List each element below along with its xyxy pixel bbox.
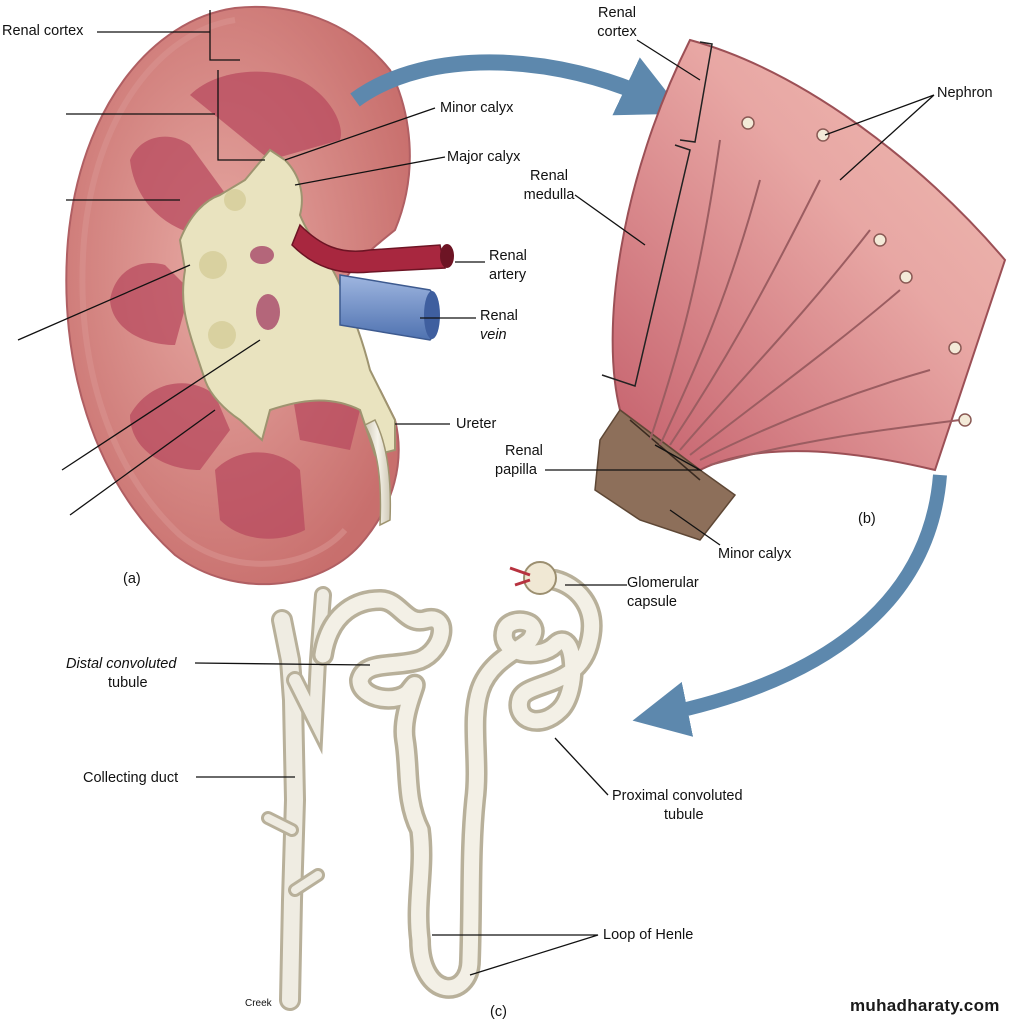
label-ureter: Ureter (456, 416, 497, 432)
arrow-a-to-b (350, 54, 684, 116)
label-glomerular-capsule-line1: Glomerular (627, 575, 699, 591)
label-renal-vein-line1: Renal (480, 308, 518, 324)
renal-wedge (594, 38, 1007, 541)
label-minor-calyx: Minor calyx (440, 100, 514, 116)
cortex-bracket-b (601, 41, 713, 387)
label-major-calyx: Major calyx (447, 149, 521, 165)
label-distal-convoluted-line2: tubule (108, 675, 148, 691)
label-renal-vein-line2: vein (480, 327, 507, 343)
label-renal-artery-line2: artery (489, 267, 527, 283)
artist-signature: Creek (245, 998, 272, 1009)
label-renal-cortex-b-line2: cortex (597, 24, 637, 40)
renal-vein (339, 274, 440, 341)
label-renal-artery-line1: Renal (489, 248, 527, 264)
label-renal-cortex-b-line1: Renal (598, 5, 636, 21)
collecting-duct (261, 586, 332, 1011)
label-proximal-convoluted-line1: Proximal convoluted (612, 788, 743, 804)
label-loop-of-henle: Loop of Henle (603, 927, 694, 943)
nephron-tubule-c (312, 569, 603, 999)
panel-label-c: (c) (490, 1004, 507, 1020)
label-minor-calyx-b: Minor calyx (718, 546, 792, 562)
label-renal-medulla-line1: Renal (530, 168, 568, 184)
label-renal-medulla-line2: medulla (523, 187, 575, 203)
renal-pelvis-calyces (178, 148, 396, 457)
glomerular-capsule (509, 561, 557, 595)
label-renal-papilla-line1: Renal (505, 443, 543, 459)
ureter (363, 418, 392, 527)
panel-label-a: (a) (123, 571, 141, 587)
label-proximal-convoluted-line2: tubule (664, 807, 704, 823)
label-renal-papilla-line2: papilla (495, 462, 537, 478)
label-collecting-duct: Collecting duct (83, 770, 179, 786)
label-renal-cortex: Renal cortex (2, 23, 84, 39)
leader-lines (17, 10, 935, 976)
arrow-b-to-c (632, 474, 947, 737)
label-nephron: Nephron (937, 85, 993, 101)
renal-artery (291, 223, 454, 274)
watermark: muhadharaty.com (850, 996, 1000, 1015)
nephron-tubules-b (649, 139, 961, 466)
panel-label-b: (b) (858, 511, 876, 527)
label-glomerular-capsule-line2: capsule (627, 594, 677, 610)
label-distal-convoluted-line1: Distal convoluted (66, 656, 177, 672)
glomeruli-b (741, 116, 972, 427)
